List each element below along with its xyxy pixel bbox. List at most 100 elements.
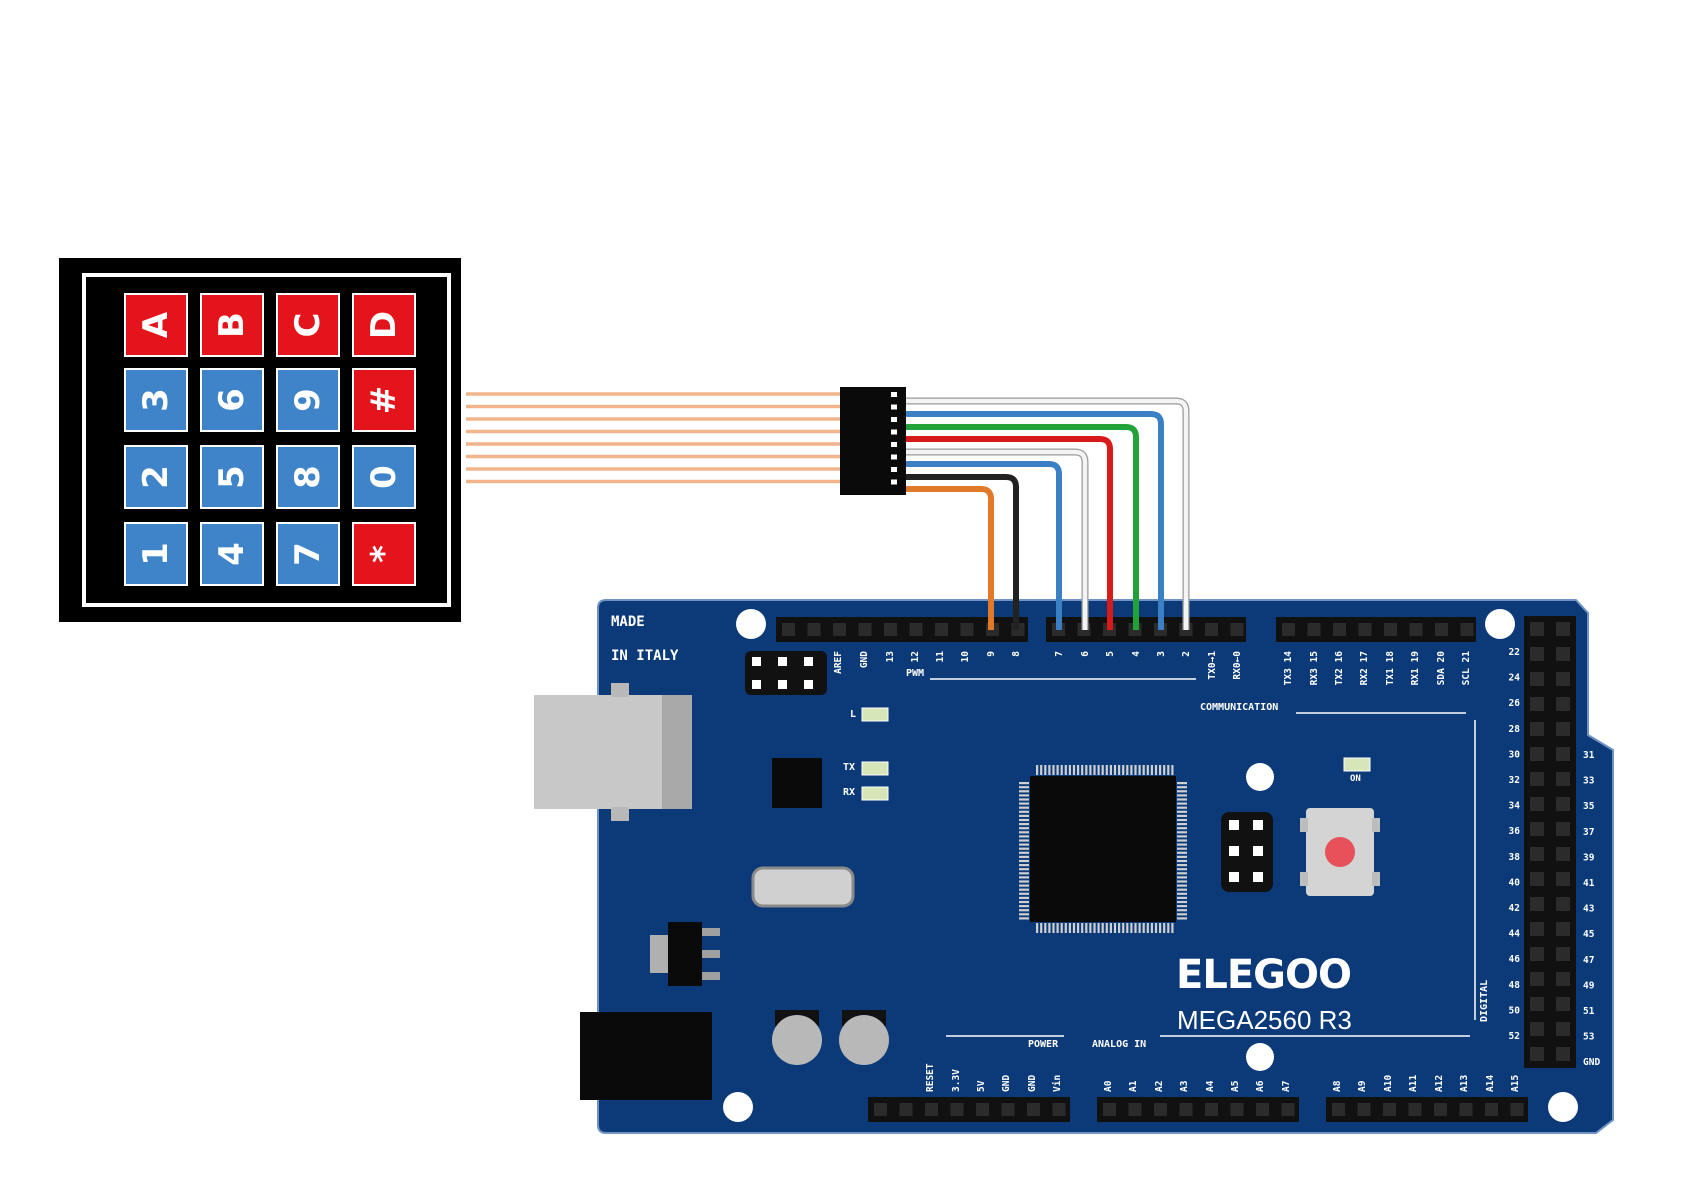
analog-label: ANALOG IN: [1092, 1039, 1146, 1050]
pin-label: TX3 14: [1283, 651, 1294, 686]
pin-label: 5V: [976, 1080, 987, 1092]
ribbon-connector: [840, 387, 906, 495]
mcu-pin: [1048, 923, 1051, 933]
keypad-key: A: [124, 293, 188, 357]
connector-pin: [891, 479, 897, 485]
connector-pin: [891, 404, 897, 410]
mcu-pin: [1064, 923, 1067, 933]
jumper-wire-green: [906, 424, 1139, 630]
mcu-pin: [1167, 765, 1170, 775]
pin-label: A14: [1485, 1075, 1496, 1092]
header-pin: [1530, 1022, 1544, 1036]
mcu-pin: [1019, 913, 1029, 916]
mcu-pin: [1019, 790, 1029, 793]
header-pin: [1154, 1103, 1167, 1116]
header-pin: [1205, 1103, 1218, 1116]
made-label: MADE: [611, 614, 645, 630]
keypad-key: 3: [124, 368, 188, 432]
analog-header-b: [1326, 1097, 1528, 1122]
mcu-pin: [1177, 831, 1187, 834]
mcu-pin: [1064, 765, 1067, 775]
keypad-key: 0: [352, 445, 416, 509]
pin-label: 39: [1583, 852, 1595, 863]
pin-label: GND: [859, 651, 870, 668]
header-pin: [925, 1103, 938, 1116]
keypad-key: 1: [124, 522, 188, 586]
mcu-pin: [1081, 923, 1084, 933]
jumper-wires: [906, 397, 1190, 630]
right-pin-labels: 2224262830323436384042444648505231333537…: [1509, 647, 1601, 1068]
header-pin: [1530, 822, 1544, 836]
keypad-key: 9: [276, 368, 340, 432]
mcu-pin: [1105, 765, 1108, 775]
header-pin: [1556, 747, 1570, 761]
header-pin: [1556, 772, 1570, 786]
pin-label: A4: [1205, 1080, 1216, 1092]
mcu-pin: [1019, 847, 1029, 850]
model-text: MEGA2560 R3: [1177, 1005, 1352, 1035]
mcu-pin: [1040, 923, 1043, 933]
led-tx-label: TX: [843, 762, 855, 773]
mcu-pin: [1118, 765, 1121, 775]
mcu-pin: [1146, 765, 1149, 775]
mcu-pin: [1077, 765, 1080, 775]
key-face: [124, 293, 188, 357]
header-pin: [1530, 872, 1544, 886]
mcu-pin: [1138, 765, 1141, 775]
mcu-pin: [1019, 794, 1029, 797]
comm-label: COMMUNICATION: [1200, 702, 1278, 713]
mcu-pin: [1056, 765, 1059, 775]
brand-logo: ELEGOO: [1176, 952, 1352, 998]
mcu-pin: [1072, 923, 1076, 933]
mcu-pin: [1089, 765, 1092, 775]
mcu-pin: [1019, 786, 1029, 789]
pin-label: 28: [1509, 724, 1521, 735]
key-face: [200, 445, 264, 509]
pin-label: RX1 19: [1410, 651, 1421, 686]
mcu-pin: [1097, 923, 1100, 933]
connector-pin: [891, 454, 897, 460]
header-pin: [1556, 922, 1570, 936]
header-pin: [1027, 1103, 1040, 1116]
pin-label: 11: [935, 651, 946, 663]
mounting-hole: [723, 1092, 753, 1122]
mcu-pin: [1177, 843, 1187, 846]
keypad-key: D: [352, 293, 416, 357]
mcu-pin: [1085, 765, 1088, 775]
analog-header-a: [1097, 1097, 1299, 1122]
connector-pins: [891, 392, 897, 485]
key-label: 8: [288, 465, 328, 489]
header-pin: [1556, 622, 1570, 636]
capacitor: [839, 1010, 889, 1065]
header-pin: [874, 1103, 887, 1116]
pin-label: 8: [1011, 651, 1022, 657]
header-pin: [1530, 622, 1544, 636]
mcu-pin: [1048, 765, 1051, 775]
mcu-pin: [1177, 905, 1187, 908]
pin-label: 38: [1509, 852, 1521, 863]
mcu-pin: [1122, 765, 1125, 775]
key-label: 1: [136, 542, 176, 566]
pin-label: 24: [1509, 673, 1521, 684]
key-label: D: [364, 311, 404, 339]
mcu-pin: [1019, 917, 1029, 920]
pin-label: 26: [1509, 698, 1521, 709]
mcu-pin: [1177, 839, 1187, 842]
mcu-pin: [1072, 765, 1076, 775]
crystal-oscillator: [751, 866, 855, 908]
keypad-key: 2: [124, 445, 188, 509]
mcu-pin: [1089, 923, 1092, 933]
pin-label: 2: [1181, 651, 1192, 657]
led-rx: [861, 786, 889, 801]
mcu-pin: [1177, 880, 1187, 883]
pin-label: 5: [1105, 651, 1116, 657]
header-pin: [1556, 972, 1570, 986]
mcu-pin: [1146, 923, 1149, 933]
pin-label: TX2 16: [1334, 651, 1345, 686]
pin-label: A0: [1103, 1080, 1114, 1092]
mcu-pin: [1019, 864, 1029, 867]
mcu-pin: [1019, 818, 1029, 822]
connector-pin: [891, 442, 897, 447]
key-label: *: [364, 545, 404, 563]
mcu-pin: [1126, 765, 1129, 775]
